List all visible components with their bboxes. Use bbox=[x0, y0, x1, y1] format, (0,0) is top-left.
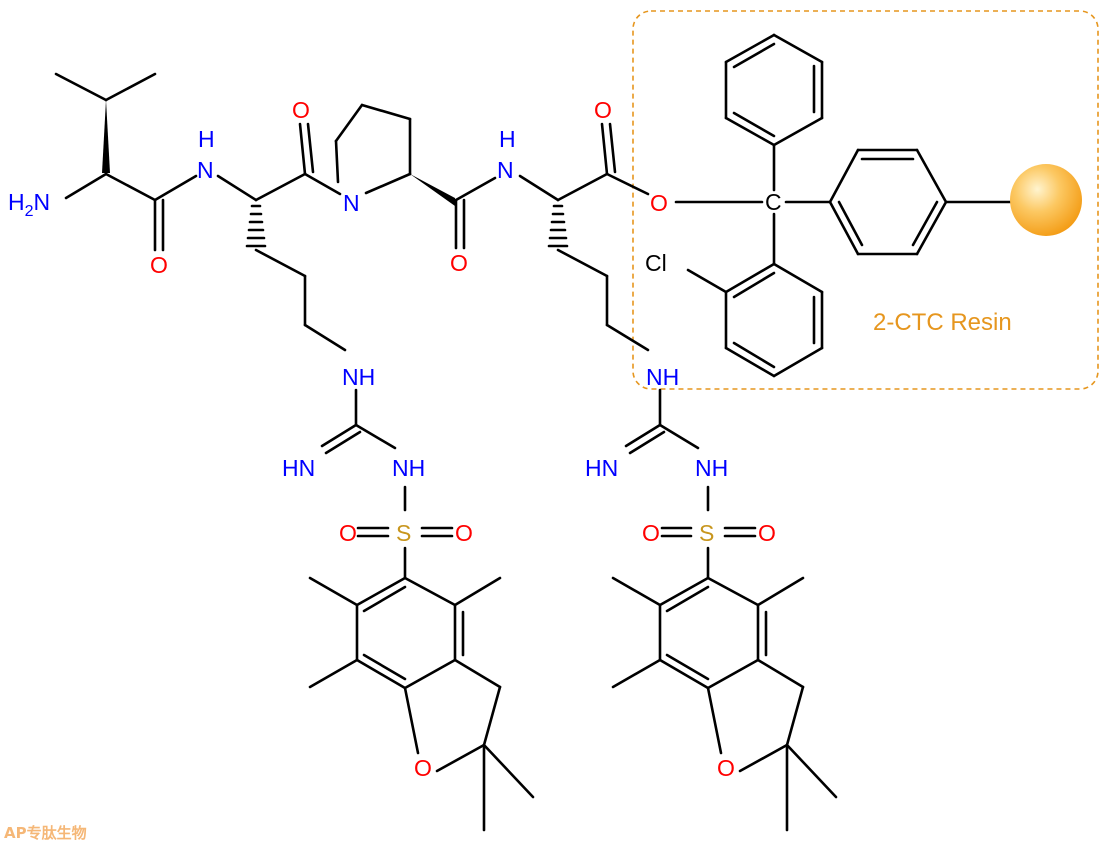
arg2-sulfur: S bbox=[699, 520, 714, 546]
arg2-furan-oxygen: O bbox=[717, 755, 735, 781]
arg1-imine-hn: HN bbox=[282, 455, 315, 481]
watermark-logo: AP专肽生物 bbox=[4, 824, 87, 842]
arg2-sulfonyl-oxygen-left: O bbox=[642, 520, 660, 546]
amide-1-hydrogen: H bbox=[198, 126, 215, 152]
arg1-furan-oxygen: O bbox=[414, 755, 432, 781]
amine-nh2-label: H2N bbox=[8, 189, 50, 220]
arginine-2-residue bbox=[518, 122, 838, 832]
arg1-sulfonyl-oxygen-left: O bbox=[339, 520, 357, 546]
proline-nitrogen: N bbox=[343, 190, 360, 216]
ester-oxygen: O bbox=[650, 190, 668, 216]
pro-carbonyl-oxygen: O bbox=[450, 250, 468, 276]
arg2-guanidine-nh: NH bbox=[646, 364, 679, 390]
valine-residue bbox=[54, 72, 198, 252]
trityl-carbon: C bbox=[765, 189, 782, 215]
arg2-sulfonyl-oxygen-right: O bbox=[758, 520, 776, 546]
arg2-carbonyl-oxygen: O bbox=[594, 97, 612, 123]
chlorine-atom: Cl bbox=[645, 250, 667, 276]
proline-residue bbox=[334, 103, 497, 250]
arg1-carbonyl-oxygen: O bbox=[292, 97, 310, 123]
amide-3-hydrogen: H bbox=[499, 126, 516, 152]
resin-bead-icon bbox=[1010, 164, 1082, 236]
amide-1-nitrogen: N bbox=[197, 157, 214, 183]
arg1-sulfonyl-oxygen-right: O bbox=[455, 520, 473, 546]
resin-label: 2-CTC Resin bbox=[873, 309, 1012, 336]
arg1-guanidine-nh: NH bbox=[342, 364, 375, 390]
amide-3-nitrogen: N bbox=[497, 157, 514, 183]
arg2-sulfonamide-nh: NH bbox=[695, 455, 728, 481]
chlorotrityl-linker bbox=[674, 33, 1014, 378]
val-carbonyl-oxygen: O bbox=[150, 252, 168, 278]
arg1-sulfur: S bbox=[396, 520, 411, 546]
arginine-1-residue bbox=[216, 122, 535, 832]
arg1-sulfonamide-nh: NH bbox=[392, 455, 425, 481]
arg2-imine-hn: HN bbox=[585, 455, 618, 481]
